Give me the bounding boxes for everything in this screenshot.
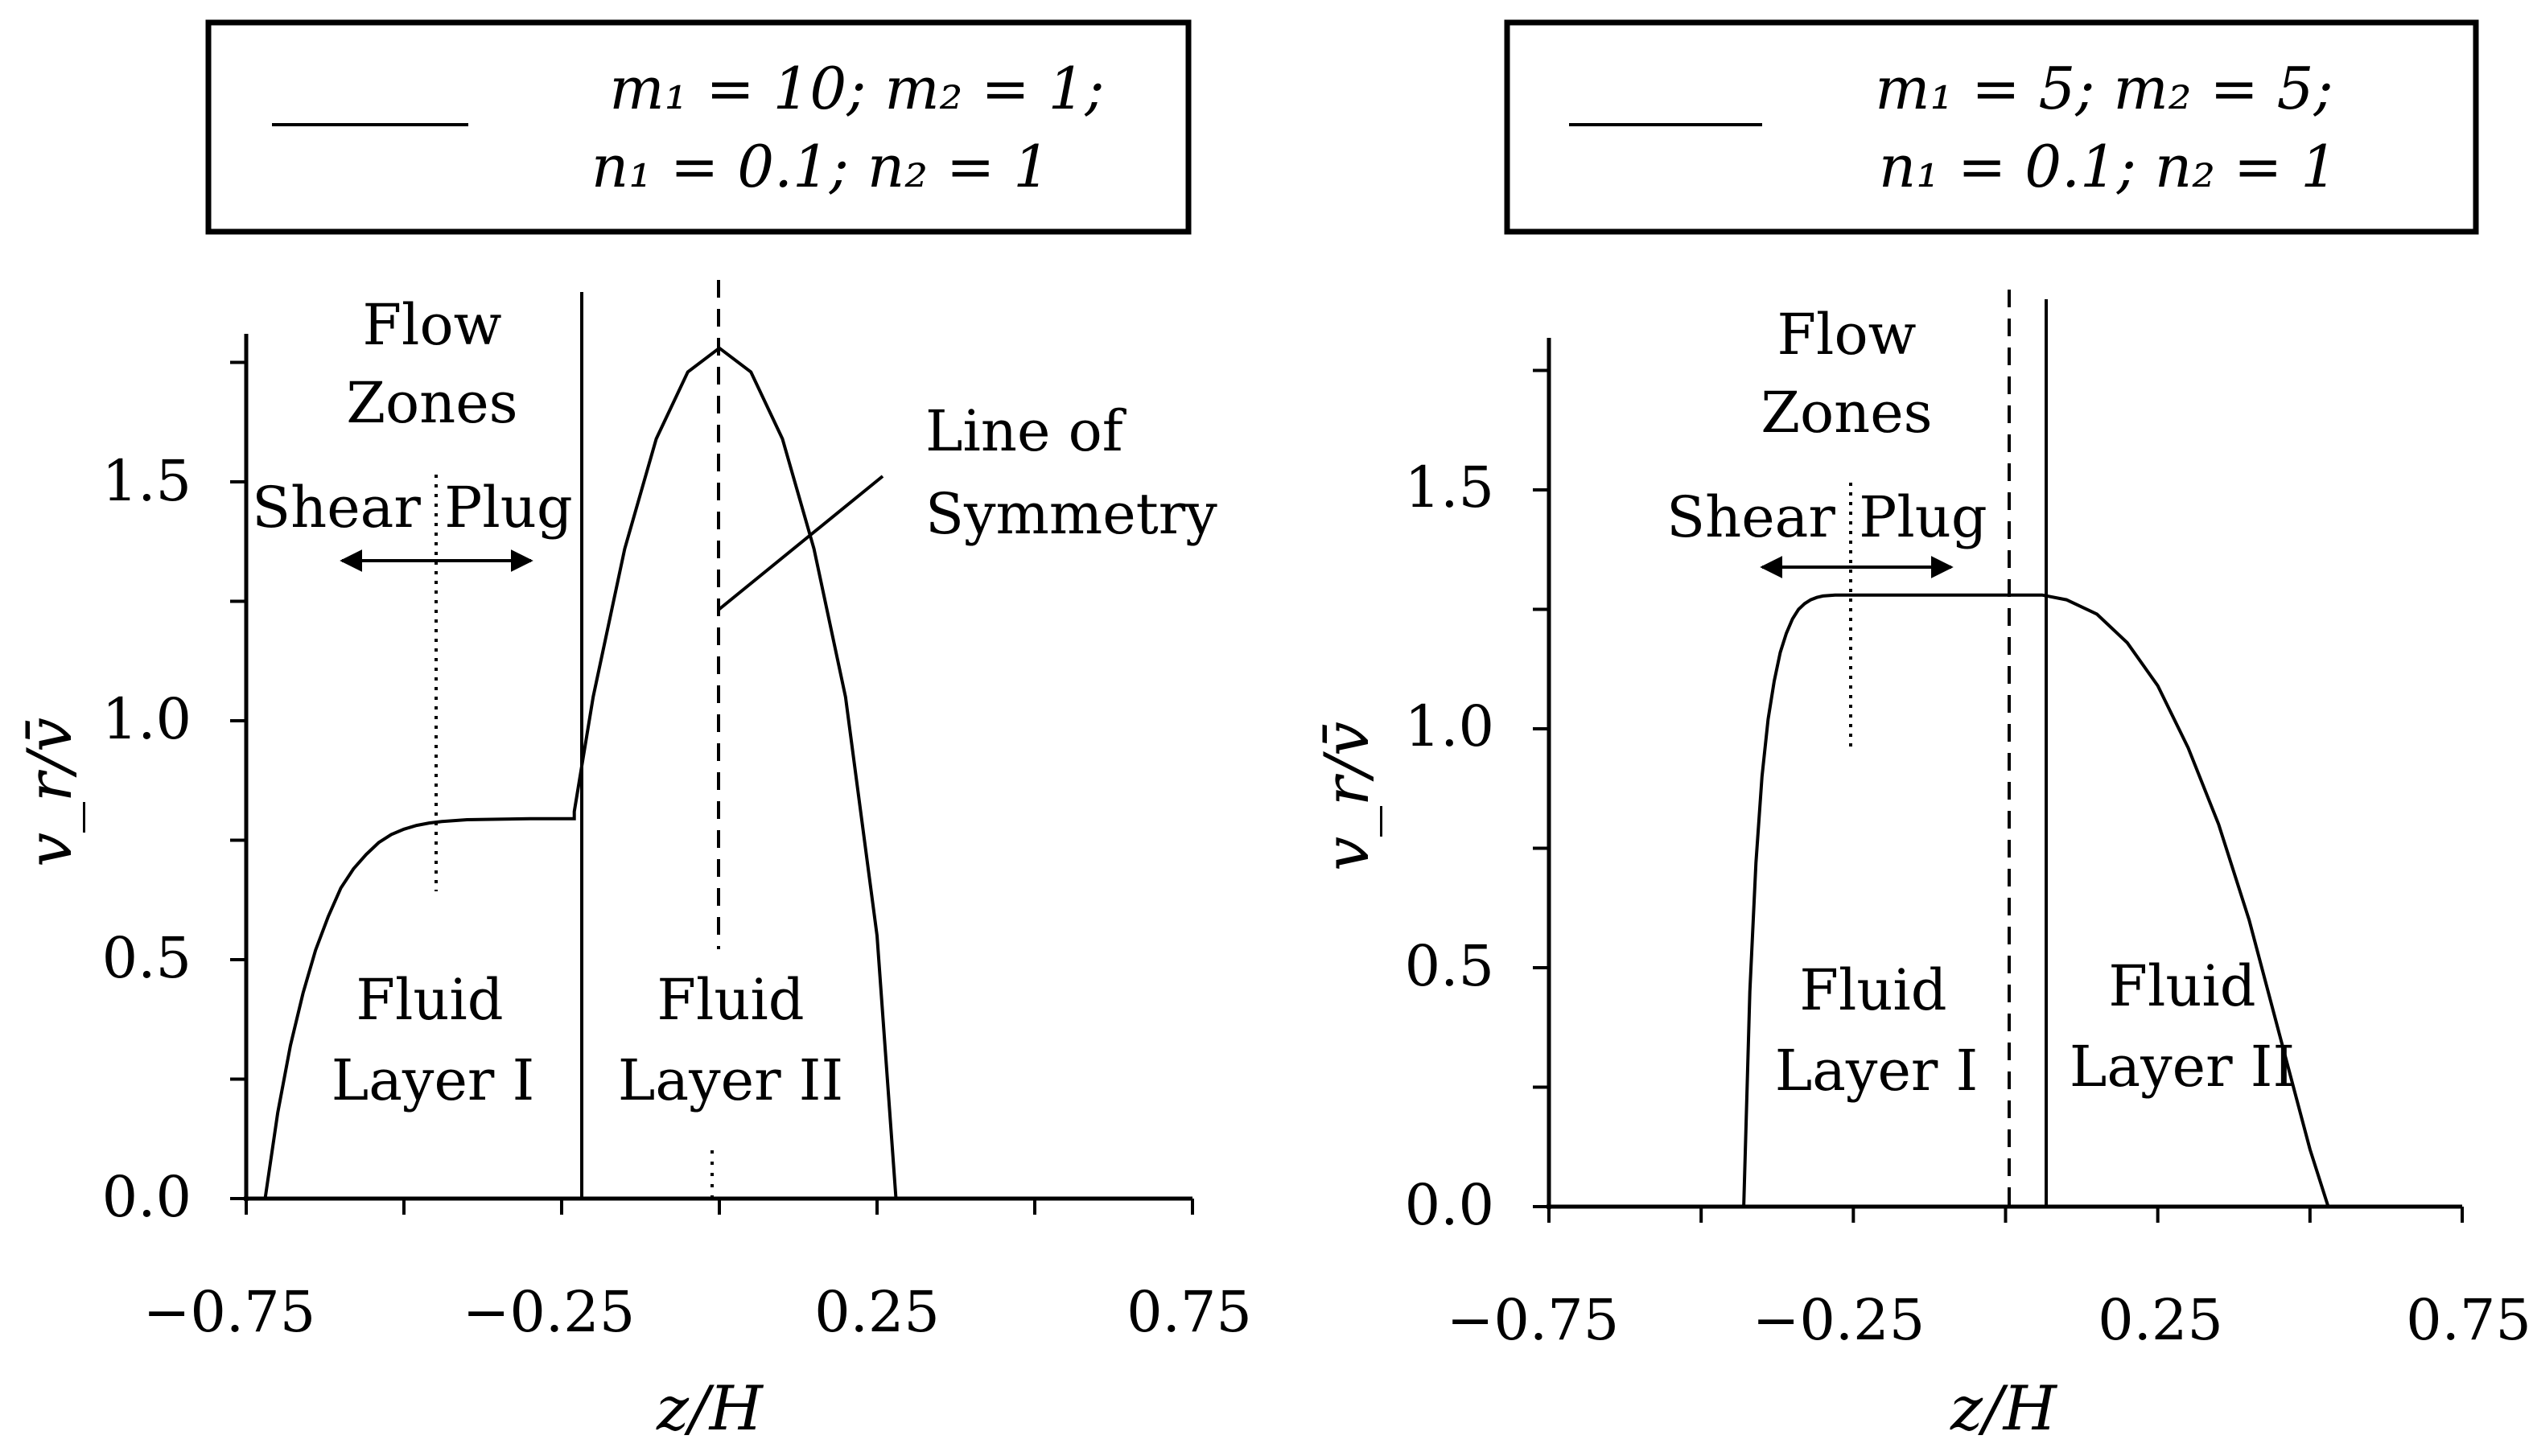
x-tick-label-neg075: −0.75	[143, 1279, 316, 1345]
x-axis-label-right: z/H	[1950, 1372, 2058, 1444]
fluid-layer1-label-right-2: Layer I	[1775, 1038, 1979, 1104]
x-tick-label-025: 0.25	[814, 1279, 940, 1345]
legend-params-line2-right: n₁ = 0.1; n₂ = 1	[1879, 133, 2337, 200]
y-tick-label-1.5: 1.5	[102, 448, 192, 514]
y-tick-label-1.5-right: 1.5	[1405, 454, 1494, 520]
y-tick-label-0: 0.0	[102, 1164, 192, 1230]
y-tick-label-1.0: 1.0	[102, 686, 192, 752]
fluid-layer2-label-left-2: Layer II	[618, 1047, 843, 1113]
x-axis-label-left: z/H	[656, 1372, 764, 1444]
fluid-layer1-label-left-2: Layer I	[332, 1047, 535, 1113]
y-tick-label-0.5-right: 0.5	[1405, 933, 1494, 999]
shear-label-right: Shear	[1666, 484, 1835, 550]
chart-left: m₁ = 10; m₂ = 1; n₁ = 0.1; n₂ = 1 0.0 0.…	[14, 19, 1252, 1444]
fluid-layer1-label-left-1: Fluid	[356, 967, 503, 1033]
ticks-right	[1533, 368, 2464, 1223]
chart-right: m₁ = 5; m₂ = 5; n₁ = 0.1; n₂ = 1 0.0 0.5…	[1311, 19, 2531, 1444]
x-tick-label-neg025-right: −0.25	[1753, 1287, 1925, 1353]
velocity-profile-right	[1742, 593, 2330, 1207]
flow-zones-label-right-2: Zones	[1761, 380, 1932, 446]
x-tick-label-025-right: 0.25	[2098, 1287, 2223, 1353]
x-tick-label-075-right: 0.75	[2406, 1287, 2531, 1353]
y-axis-label-left: v_r/v̄	[14, 718, 85, 867]
plug-label-right: Plug	[1859, 484, 1987, 550]
legend-box-right	[1504, 19, 2479, 235]
legend-params-line1-right: m₁ = 5; m₂ = 5;	[1875, 55, 2333, 122]
legend-left: m₁ = 10; m₂ = 1; n₁ = 0.1; n₂ = 1	[205, 19, 1192, 235]
fluid-layer2-label-left-1: Fluid	[657, 967, 804, 1033]
legend-box-left	[205, 19, 1192, 235]
legend-right: m₁ = 5; m₂ = 5; n₁ = 0.1; n₂ = 1	[1504, 19, 2479, 235]
symmetry-label-1: Line of	[925, 398, 1127, 464]
symmetry-label-2: Symmetry	[925, 481, 1217, 547]
legend-params-line2-left: n₁ = 0.1; n₂ = 1	[591, 133, 1050, 200]
fluid-layer2-label-right-1: Fluid	[2108, 953, 2255, 1019]
shear-label-left: Shear	[252, 475, 421, 541]
y-axis-label-right: v_r/v̄	[1311, 722, 1382, 871]
ticks-left	[230, 360, 1194, 1215]
legend-params-line1-left: m₁ = 10; m₂ = 1;	[609, 55, 1104, 122]
y-tick-label-0-right: 0.0	[1405, 1172, 1494, 1238]
flow-zones-label-left-1: Flow	[362, 292, 501, 358]
flow-zones-label-left-2: Zones	[346, 370, 517, 436]
symmetry-pointer-line	[717, 475, 884, 611]
velocity-profile-left	[263, 346, 898, 1199]
fluid-layer2-label-right-2: Layer II	[2070, 1034, 2295, 1100]
x-tick-label-075: 0.75	[1126, 1279, 1252, 1345]
plug-label-left: Plug	[444, 475, 572, 541]
flow-zones-label-right-1: Flow	[1777, 302, 1916, 368]
x-tick-label-neg075-right: −0.75	[1447, 1287, 1620, 1353]
y-tick-label-0.5: 0.5	[102, 925, 192, 991]
x-tick-label-neg025: −0.25	[463, 1279, 636, 1345]
fluid-layer1-label-right-1: Fluid	[1799, 957, 1946, 1023]
y-tick-label-1.0-right: 1.0	[1405, 693, 1494, 759]
